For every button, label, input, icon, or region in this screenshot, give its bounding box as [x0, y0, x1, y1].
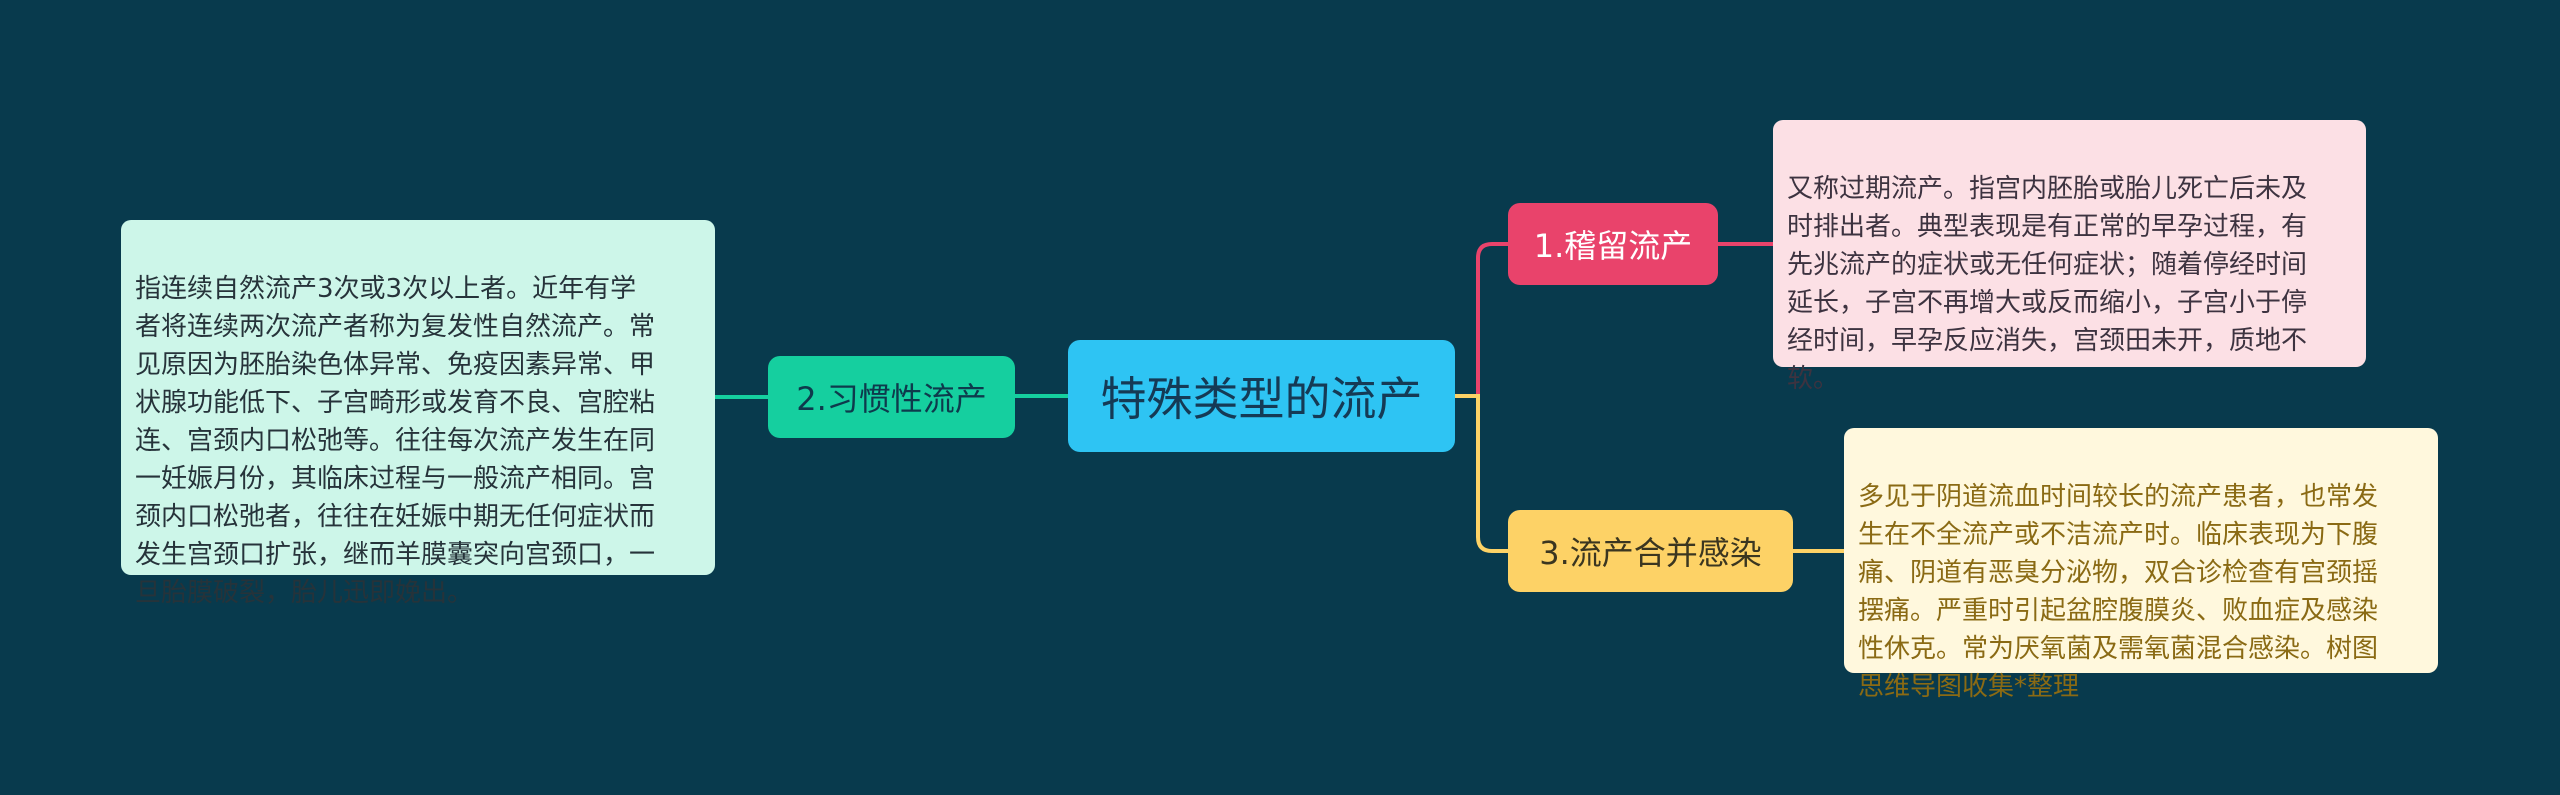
branch-1-detail-note[interactable]: 又称过期流产。指宫内胚胎或胎儿死亡后未及 时排出者。典型表现是有正常的早孕过程，…	[1773, 120, 2366, 394]
connector-central-to-branch-1	[1455, 242, 1508, 398]
central-topic[interactable]: 特殊类型的流产	[1068, 340, 1455, 452]
connector-central-to-branch-3	[1455, 394, 1508, 553]
branch-1-detail-text: 又称过期流产。指宫内胚胎或胎儿死亡后未及 时排出者。典型表现是有正常的早孕过程，…	[1787, 174, 2308, 394]
branch-node-3[interactable]: 3.流产合并感染	[1508, 510, 1793, 592]
branch-node-3-label: 3.流产合并感染	[1539, 534, 1762, 572]
branch-node-1[interactable]: 1.稽留流产	[1508, 203, 1718, 285]
branch-3-detail-text: 多见于阴道流血时间较长的流产患者，也常发 生在不全流产或不洁流产时。临床表现为下…	[1858, 482, 2379, 702]
branch-node-2[interactable]: 2.习惯性流产	[768, 356, 1015, 438]
branch-3-detail-note[interactable]: 多见于阴道流血时间较长的流产患者，也常发 生在不全流产或不洁流产时。临床表现为下…	[1844, 428, 2438, 702]
branch-2-detail-note[interactable]: 指连续自然流产3次或3次以上者。近年有学 者将连续两次流产者称为复发性自然流产。…	[121, 220, 715, 608]
central-topic-label: 特殊类型的流产	[1100, 372, 1423, 426]
branch-node-2-label: 2.习惯性流产	[796, 380, 987, 418]
branch-2-detail-text: 指连续自然流产3次或3次以上者。近年有学 者将连续两次流产者称为复发性自然流产。…	[135, 274, 656, 608]
branch-node-1-label: 1.稽留流产	[1533, 227, 1693, 265]
